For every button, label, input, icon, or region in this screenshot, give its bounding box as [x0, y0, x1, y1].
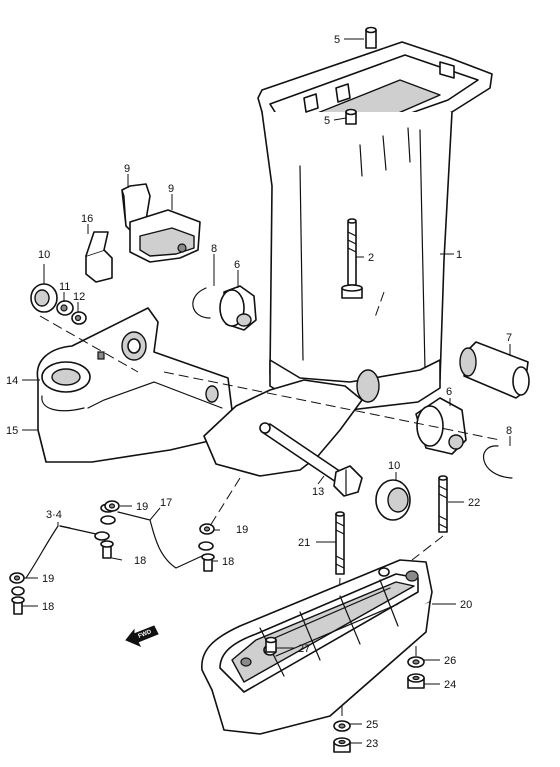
fwd-arrow-icon: FWD: [125, 625, 159, 647]
label-9-lower: 9: [168, 183, 174, 195]
washer-12: [71, 311, 87, 325]
label-20: 20: [460, 599, 472, 611]
grommet-left: [30, 283, 58, 313]
rubber-block: [85, 231, 113, 283]
long-bolt: [259, 422, 363, 497]
lower-housing: [201, 559, 433, 735]
stud-21: [335, 511, 345, 575]
label-6-lower: 6: [446, 386, 452, 398]
label-14: 14: [6, 375, 18, 387]
nut-24: [407, 673, 425, 689]
label-3-4: 3·4: [46, 509, 62, 521]
gasket: [203, 379, 363, 477]
ground-wire-right: [100, 503, 214, 569]
fwd-label: FWD: [138, 629, 154, 640]
washer-26: [407, 656, 425, 668]
label-2: 2: [368, 252, 374, 264]
leader-lines: [22, 38, 511, 744]
label-19-top: 19: [136, 501, 148, 513]
label-19-left: 19: [42, 573, 54, 585]
label-21: 21: [298, 537, 310, 549]
label-23: 23: [366, 738, 378, 750]
label-1: 1: [456, 249, 462, 261]
label-5-lower: 5: [324, 115, 330, 127]
label-13: 13: [312, 486, 324, 498]
label-8-lower: 8: [506, 425, 512, 437]
collar-11: [56, 300, 74, 316]
screws-18: [11, 540, 215, 615]
label-9-upper: 9: [124, 163, 130, 175]
label-5-top: 5: [334, 34, 340, 46]
label-25: 25: [366, 719, 378, 731]
label-8-upper: 8: [211, 243, 217, 255]
damper-7: [459, 341, 530, 399]
ground-wire-left: [25, 525, 110, 579]
label-12: 12: [73, 291, 85, 303]
label-10-left: 10: [38, 249, 50, 261]
label-18-middle: 18: [134, 555, 146, 567]
clip-upper: [192, 287, 211, 319]
label-16: 16: [81, 213, 93, 225]
pin-27: [265, 636, 277, 653]
label-7: 7: [506, 332, 512, 344]
label-18-right: 18: [222, 556, 234, 568]
label-15: 15: [6, 425, 18, 437]
label-26: 26: [444, 655, 456, 667]
housing-bolt: [341, 218, 363, 299]
nut-23: [333, 737, 351, 753]
callout-labels: 5 5 2 1 9 9 16 10 11 12 8 6 7 6 8 14 15 …: [6, 34, 512, 750]
dowel-pin-lower: [345, 108, 357, 125]
mount-cover-lower: [129, 209, 201, 263]
label-6-upper: 6: [234, 259, 240, 271]
clip-lower: [483, 445, 513, 479]
rubber-mount-upper: [219, 285, 257, 331]
label-24: 24: [444, 679, 456, 691]
upper-mount-bracket: [36, 307, 233, 463]
label-19-right: 19: [236, 524, 248, 536]
stud-22: [438, 475, 448, 533]
label-27: 27: [298, 643, 310, 655]
label-10-right: 10: [388, 460, 400, 472]
rubber-mount-lower: [415, 397, 467, 455]
label-18-left: 18: [42, 601, 54, 613]
alignment-lines-upper: [39, 291, 501, 527]
drive-shaft-housing: [257, 41, 493, 411]
label-17: 17: [160, 497, 172, 509]
label-11: 11: [59, 281, 70, 293]
washer-25: [333, 720, 351, 732]
label-22: 22: [468, 497, 480, 509]
lockwashers-19: [9, 500, 215, 584]
dowel-pin-top: [365, 26, 377, 49]
grommet-right: [375, 479, 411, 521]
dashed-nut-lines: [341, 646, 417, 720]
